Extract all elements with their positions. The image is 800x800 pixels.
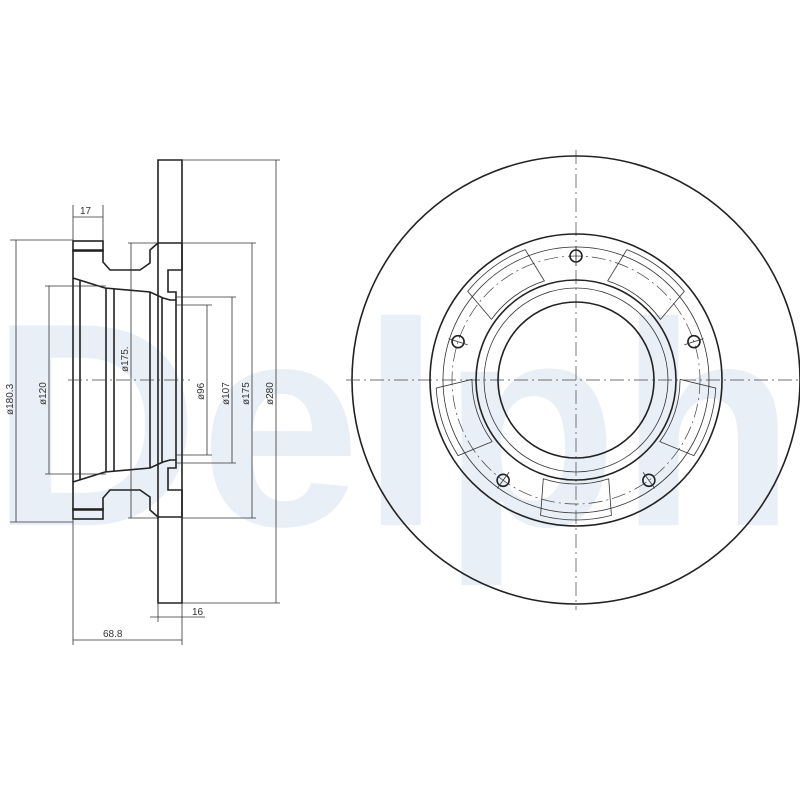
bolt-hole-mark: [684, 338, 704, 346]
front-view: [346, 150, 800, 610]
rib-pocket: [659, 379, 717, 457]
hub-upper-section: [72, 242, 183, 301]
dim-hat-dia: ø175: [241, 382, 252, 405]
rib-pocket: [540, 478, 612, 521]
dim-bore-dia: ø120: [38, 382, 49, 405]
hub-lower-section: [72, 459, 183, 518]
bolt-hole: [687, 334, 701, 349]
bolt-hole: [496, 473, 510, 488]
watermark-logo: Delphi: [0, 263, 800, 588]
rib-pocket: [467, 249, 546, 320]
dim-bolt-circle-dia: ø107: [221, 382, 232, 405]
bolt-holes: [448, 246, 704, 489]
dim-flange-width: 17: [80, 206, 92, 217]
dimension-lines: [10, 159, 280, 645]
center-bore: [497, 301, 655, 459]
bolt-hole-mark: [448, 338, 468, 346]
dim-hat-dia-inner: ø175.: [120, 346, 131, 372]
bolt-hole: [642, 473, 656, 488]
flange-bottom-block: [72, 508, 104, 520]
side-view-section: 17 ø180.3 ø120 ø175. ø96 ø107 ø175 ø280 …: [5, 159, 280, 645]
hat-outer-circle: [429, 233, 723, 527]
dim-disc-dia: ø280: [265, 382, 276, 405]
rib-pocket: [435, 378, 493, 457]
hub-outer-circle: [475, 279, 677, 481]
bolt-hole: [451, 334, 465, 349]
hub-step-circle: [483, 287, 669, 473]
dim-hub-outer-dia: ø180.3: [5, 383, 16, 415]
flange-top-block: [72, 240, 104, 252]
dim-overall-height: 68.8: [103, 629, 123, 640]
dim-center-bore-dia: ø96: [196, 382, 207, 400]
bolt-hole-mark: [496, 471, 510, 489]
bolt-hole-mark: [642, 471, 656, 489]
rib-pocket: [607, 249, 685, 321]
hat-ribs: [435, 249, 717, 521]
dim-disc-thickness: 16: [192, 607, 204, 618]
